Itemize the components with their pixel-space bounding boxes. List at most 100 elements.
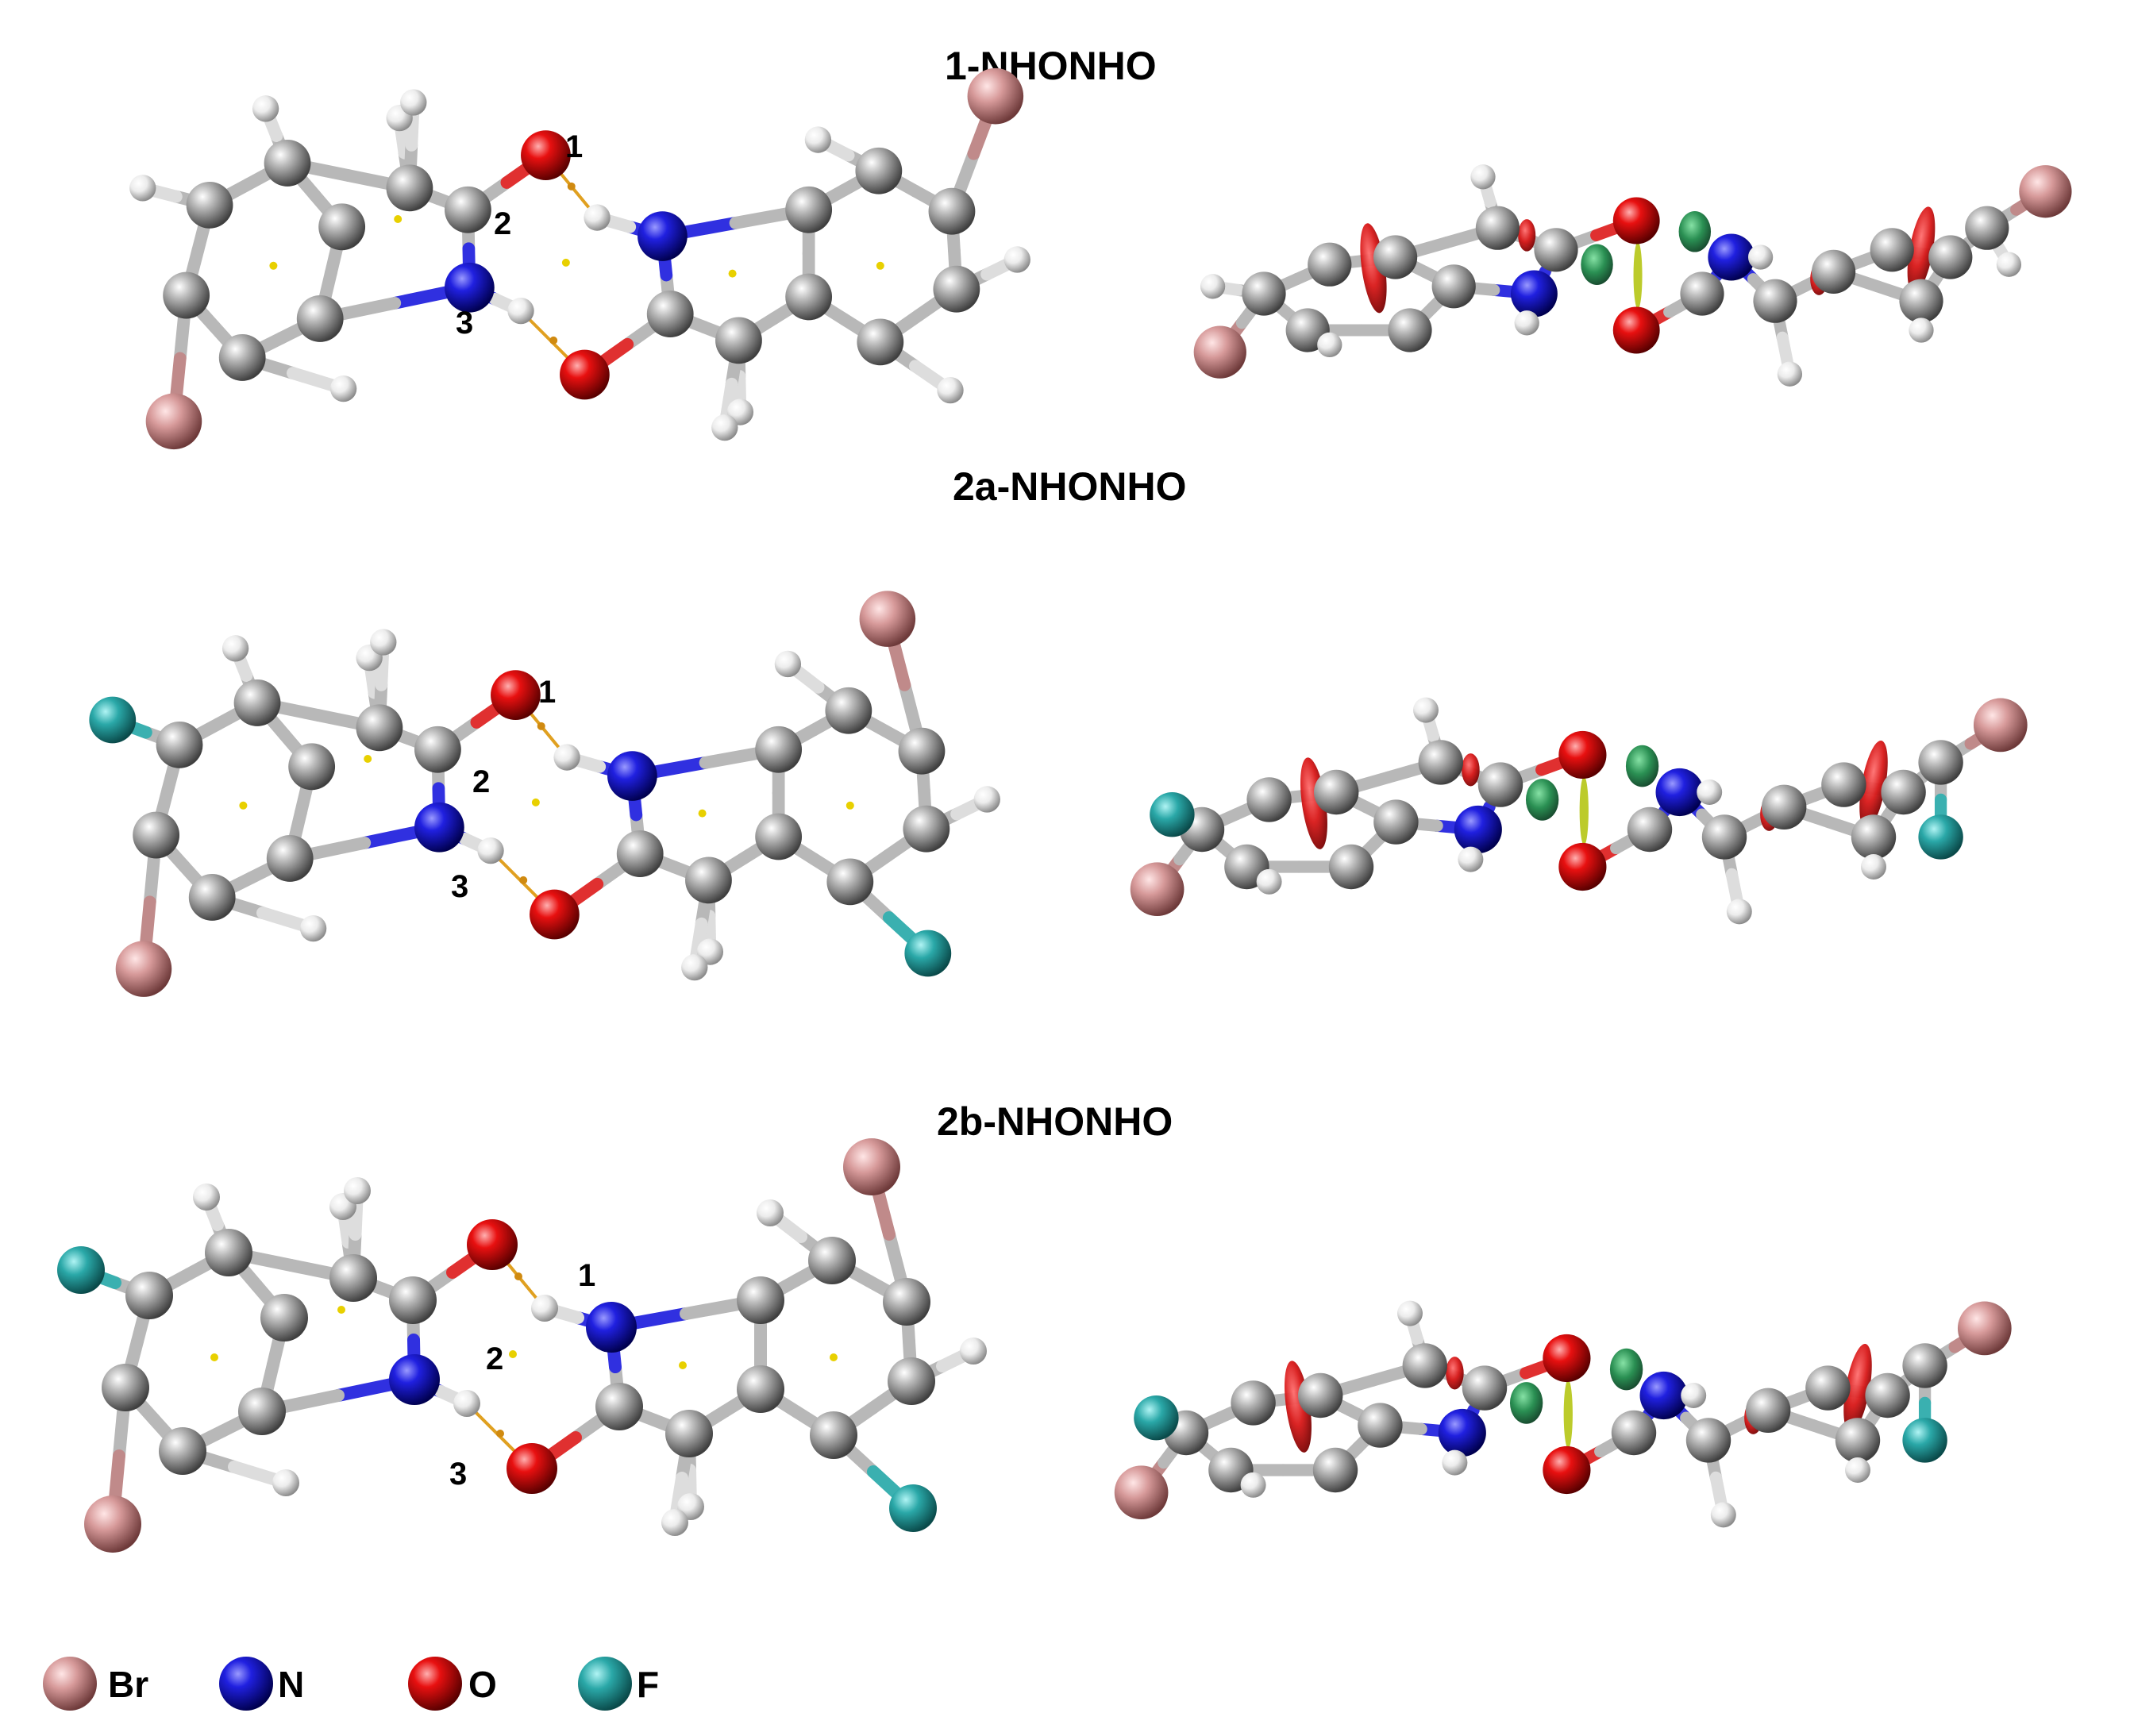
h-atom <box>757 1199 784 1226</box>
c-atom <box>888 1357 935 1405</box>
c-atom <box>1534 228 1578 272</box>
c-atom <box>755 813 803 860</box>
o-atom <box>1543 1334 1591 1383</box>
h-atom <box>453 1390 480 1417</box>
f-atom <box>904 930 952 977</box>
c-atom <box>356 704 403 752</box>
c-atom <box>595 1383 643 1430</box>
ring-critical-point <box>698 809 707 818</box>
c-atom <box>1805 1365 1851 1411</box>
c-atom <box>928 187 976 235</box>
h-atom <box>553 744 580 771</box>
c-atom <box>1477 762 1523 807</box>
c-atom <box>1308 242 1352 287</box>
c-atom <box>266 835 314 882</box>
h-atom <box>1256 868 1282 895</box>
c-atom <box>933 265 980 313</box>
o-atom <box>491 670 541 720</box>
c-atom <box>1746 1388 1791 1434</box>
c-atom <box>386 164 433 212</box>
c-atom <box>855 147 903 194</box>
ring-critical-point <box>269 261 278 270</box>
nci-isosurface <box>1462 753 1480 787</box>
c-atom <box>233 679 281 726</box>
ring-critical-point <box>728 269 737 278</box>
c-atom <box>163 271 210 319</box>
n-atom <box>1708 233 1755 281</box>
nci-isosurface <box>1525 779 1559 821</box>
cp-label: 3 <box>451 869 468 904</box>
f-atom <box>57 1246 105 1294</box>
h-atom <box>1697 779 1723 805</box>
h-atom <box>937 376 964 404</box>
h-atom <box>1317 332 1342 358</box>
panel-title-2a: 2a-NHONHO <box>953 464 1186 509</box>
cp-labels-1: 1 2 3 <box>456 129 583 341</box>
n-atom <box>586 1302 637 1353</box>
h-atom <box>531 1295 558 1322</box>
h-atom <box>221 635 249 662</box>
h-atom <box>252 95 279 122</box>
legend-label-f: F <box>637 1664 659 1705</box>
c-atom <box>1918 740 1963 785</box>
c-atom <box>903 805 950 853</box>
h-atom <box>1442 1449 1468 1476</box>
c-atom <box>264 140 311 187</box>
c-atom <box>1431 264 1476 309</box>
h-atom <box>370 629 397 656</box>
c-atom <box>1627 806 1673 853</box>
c-atom <box>329 1254 377 1302</box>
bond-critical-point <box>567 182 576 191</box>
ring-critical-point <box>210 1353 218 1361</box>
bond-critical-point <box>537 722 545 730</box>
f-atom <box>889 1484 937 1532</box>
h-atom <box>1397 1300 1423 1326</box>
h-atom <box>1909 318 1934 343</box>
c-atom <box>1373 799 1419 845</box>
legend-label-n: N <box>278 1664 304 1705</box>
br-atom <box>859 591 916 647</box>
h-atom <box>711 414 738 441</box>
cp-labels-2a: 1 2 3 <box>451 675 556 904</box>
c-atom <box>1242 271 1286 316</box>
n-atom <box>607 751 657 801</box>
h-atom <box>774 650 802 678</box>
legend-item-o: O <box>408 1657 497 1711</box>
legend: Br N O F <box>43 1657 659 1711</box>
o-atom <box>1543 1445 1591 1495</box>
molecule-2b-front-view <box>57 1138 987 1553</box>
c-atom <box>1701 814 1747 860</box>
f-atom <box>1902 1418 1947 1463</box>
h-atom <box>400 89 427 116</box>
o-atom-icon <box>408 1657 462 1711</box>
f-atom <box>1918 814 1963 860</box>
molecule-2b-side-view <box>1114 1300 2012 1528</box>
h-atom <box>661 1509 688 1536</box>
c-atom <box>133 811 180 859</box>
br-atom <box>1973 698 2028 753</box>
c-atom <box>616 830 664 877</box>
c-atom <box>715 317 762 364</box>
c-atom <box>1246 777 1292 822</box>
nci-isosurface <box>1907 206 1936 294</box>
h-atom <box>584 204 611 231</box>
h-atom <box>1681 1383 1707 1408</box>
h-atom <box>804 126 832 153</box>
ring-critical-point <box>239 801 248 810</box>
n-atom <box>1510 270 1558 318</box>
c-atom <box>1373 235 1418 279</box>
h-atom <box>1514 310 1539 336</box>
c-atom <box>737 1276 784 1324</box>
c-atom <box>1462 1365 1508 1411</box>
br-atom-icon <box>43 1657 97 1711</box>
h-atom <box>1747 244 1774 270</box>
o-atom <box>1558 842 1607 891</box>
br-atom <box>145 393 202 450</box>
c-atom <box>318 203 366 251</box>
h-atom <box>1458 846 1484 872</box>
c-atom <box>125 1272 173 1319</box>
o-atom <box>530 889 580 940</box>
c-atom <box>1402 1343 1448 1388</box>
bond-critical-point <box>549 336 558 345</box>
h-atom <box>1710 1502 1736 1528</box>
